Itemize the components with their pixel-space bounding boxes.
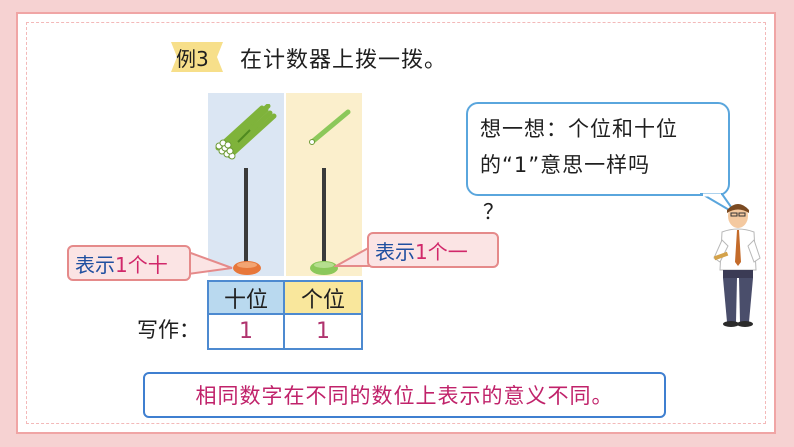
- tens-callout-highlight: 1个十: [115, 252, 168, 277]
- ones-value: 1: [285, 315, 363, 350]
- ones-callout-tail: [334, 244, 372, 267]
- place-value-table: 十位 个位 1 1: [207, 280, 363, 350]
- example-badge-icon: [171, 42, 223, 72]
- ones-callout-prefix: 表示: [375, 239, 415, 264]
- teacher-figure-icon: [713, 204, 761, 327]
- ones-callout-highlight: 1个一: [415, 239, 468, 264]
- write-label: 写作：: [137, 318, 200, 342]
- tens-rod: [244, 168, 248, 264]
- example-title: 在计数器上拨一拨。: [240, 48, 448, 73]
- thought-bubble: 想一想：个位和十位 的“1”意思一样吗: [466, 102, 730, 196]
- tens-callout-prefix: 表示: [75, 252, 115, 277]
- tens-callout-tail: [188, 250, 233, 276]
- thought-line-2: 的“1”意思一样吗: [480, 153, 651, 177]
- tens-bead[interactable]: [232, 260, 262, 276]
- ones-rod: [322, 168, 326, 264]
- tens-header: 十位: [207, 280, 285, 315]
- thought-line-3: ？: [483, 200, 504, 224]
- conclusion-box: 相同数字在不同的数位上表示的意义不同。: [143, 372, 666, 418]
- bubble-tail: [700, 193, 737, 215]
- example-badge-label: 例3: [176, 47, 209, 71]
- bundle-of-ten-sticks-icon: [215, 104, 277, 160]
- thought-line-1: 想一想：个位和十位: [480, 117, 678, 141]
- single-stick-icon: [309, 109, 351, 145]
- ones-header: 个位: [285, 280, 363, 315]
- tens-value: 1: [207, 315, 285, 350]
- lesson-card: [16, 12, 776, 434]
- ones-bead[interactable]: [309, 260, 339, 276]
- card-dashed-border: [26, 22, 766, 424]
